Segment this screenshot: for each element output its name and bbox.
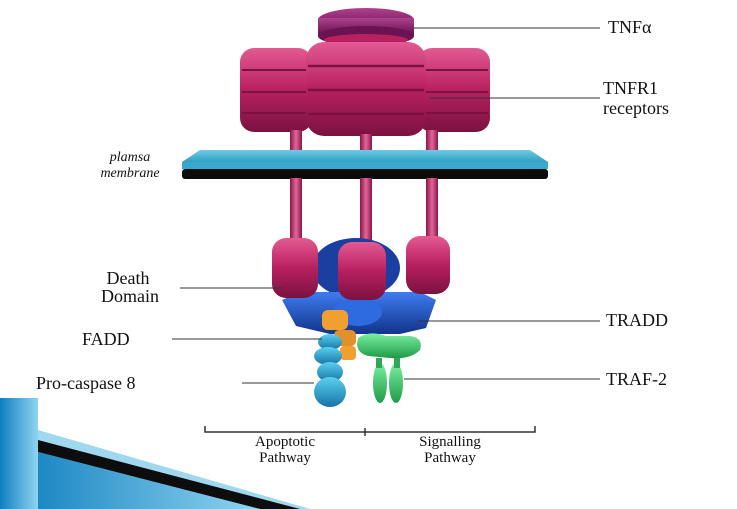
receptor-stalk-lower-left: [290, 178, 302, 242]
label-apoptotic-line2: Pathway: [259, 450, 311, 466]
receptor-stack-left: [240, 48, 312, 132]
label-tnfr1-line2: receptors: [603, 98, 669, 118]
label-death-line2: Domain: [101, 286, 159, 306]
tnf-alpha-shape: [318, 8, 414, 46]
plasma-membrane: [182, 150, 548, 179]
receptor-stalk-upper-right: [426, 130, 438, 154]
label-signalling-line2: Pathway: [424, 450, 476, 466]
label-procaspase-8: Pro-caspase 8: [36, 373, 136, 393]
receptor-stack-right: [418, 48, 490, 132]
death-domains: [272, 236, 450, 300]
fadd-shape: [322, 310, 356, 360]
label-membrane-line1: plamsa: [109, 150, 151, 165]
label-signalling-line1: Signalling: [419, 434, 481, 450]
label-death-line1: Death: [106, 268, 150, 288]
leader-lines: [172, 27, 600, 384]
receptor-stalk-lower-right: [426, 178, 438, 242]
tnfr1-receptor-stacks: [240, 42, 490, 136]
label-traf-2: TRAF-2: [606, 369, 668, 389]
receptor-stalk-upper-left: [290, 130, 302, 154]
label-tnfr1-line1: TNFR1: [603, 78, 659, 98]
procaspase-8-shape: [314, 334, 346, 407]
corner-decoration: [0, 398, 310, 509]
traf-2-shape: [357, 333, 421, 403]
label-tnf-alpha: TNFα: [608, 17, 652, 37]
receptor-stalk-lower-center: [360, 178, 372, 244]
label-fadd: FADD: [82, 329, 130, 349]
receptor-stack-center: [306, 42, 426, 136]
receptor-stalk-upper-center: [360, 134, 372, 154]
label-apoptotic-line1: Apoptotic: [255, 434, 315, 450]
pathway-brackets: [204, 426, 536, 436]
label-tradd: TRADD: [606, 310, 668, 330]
label-membrane-line2: membrane: [100, 166, 160, 181]
